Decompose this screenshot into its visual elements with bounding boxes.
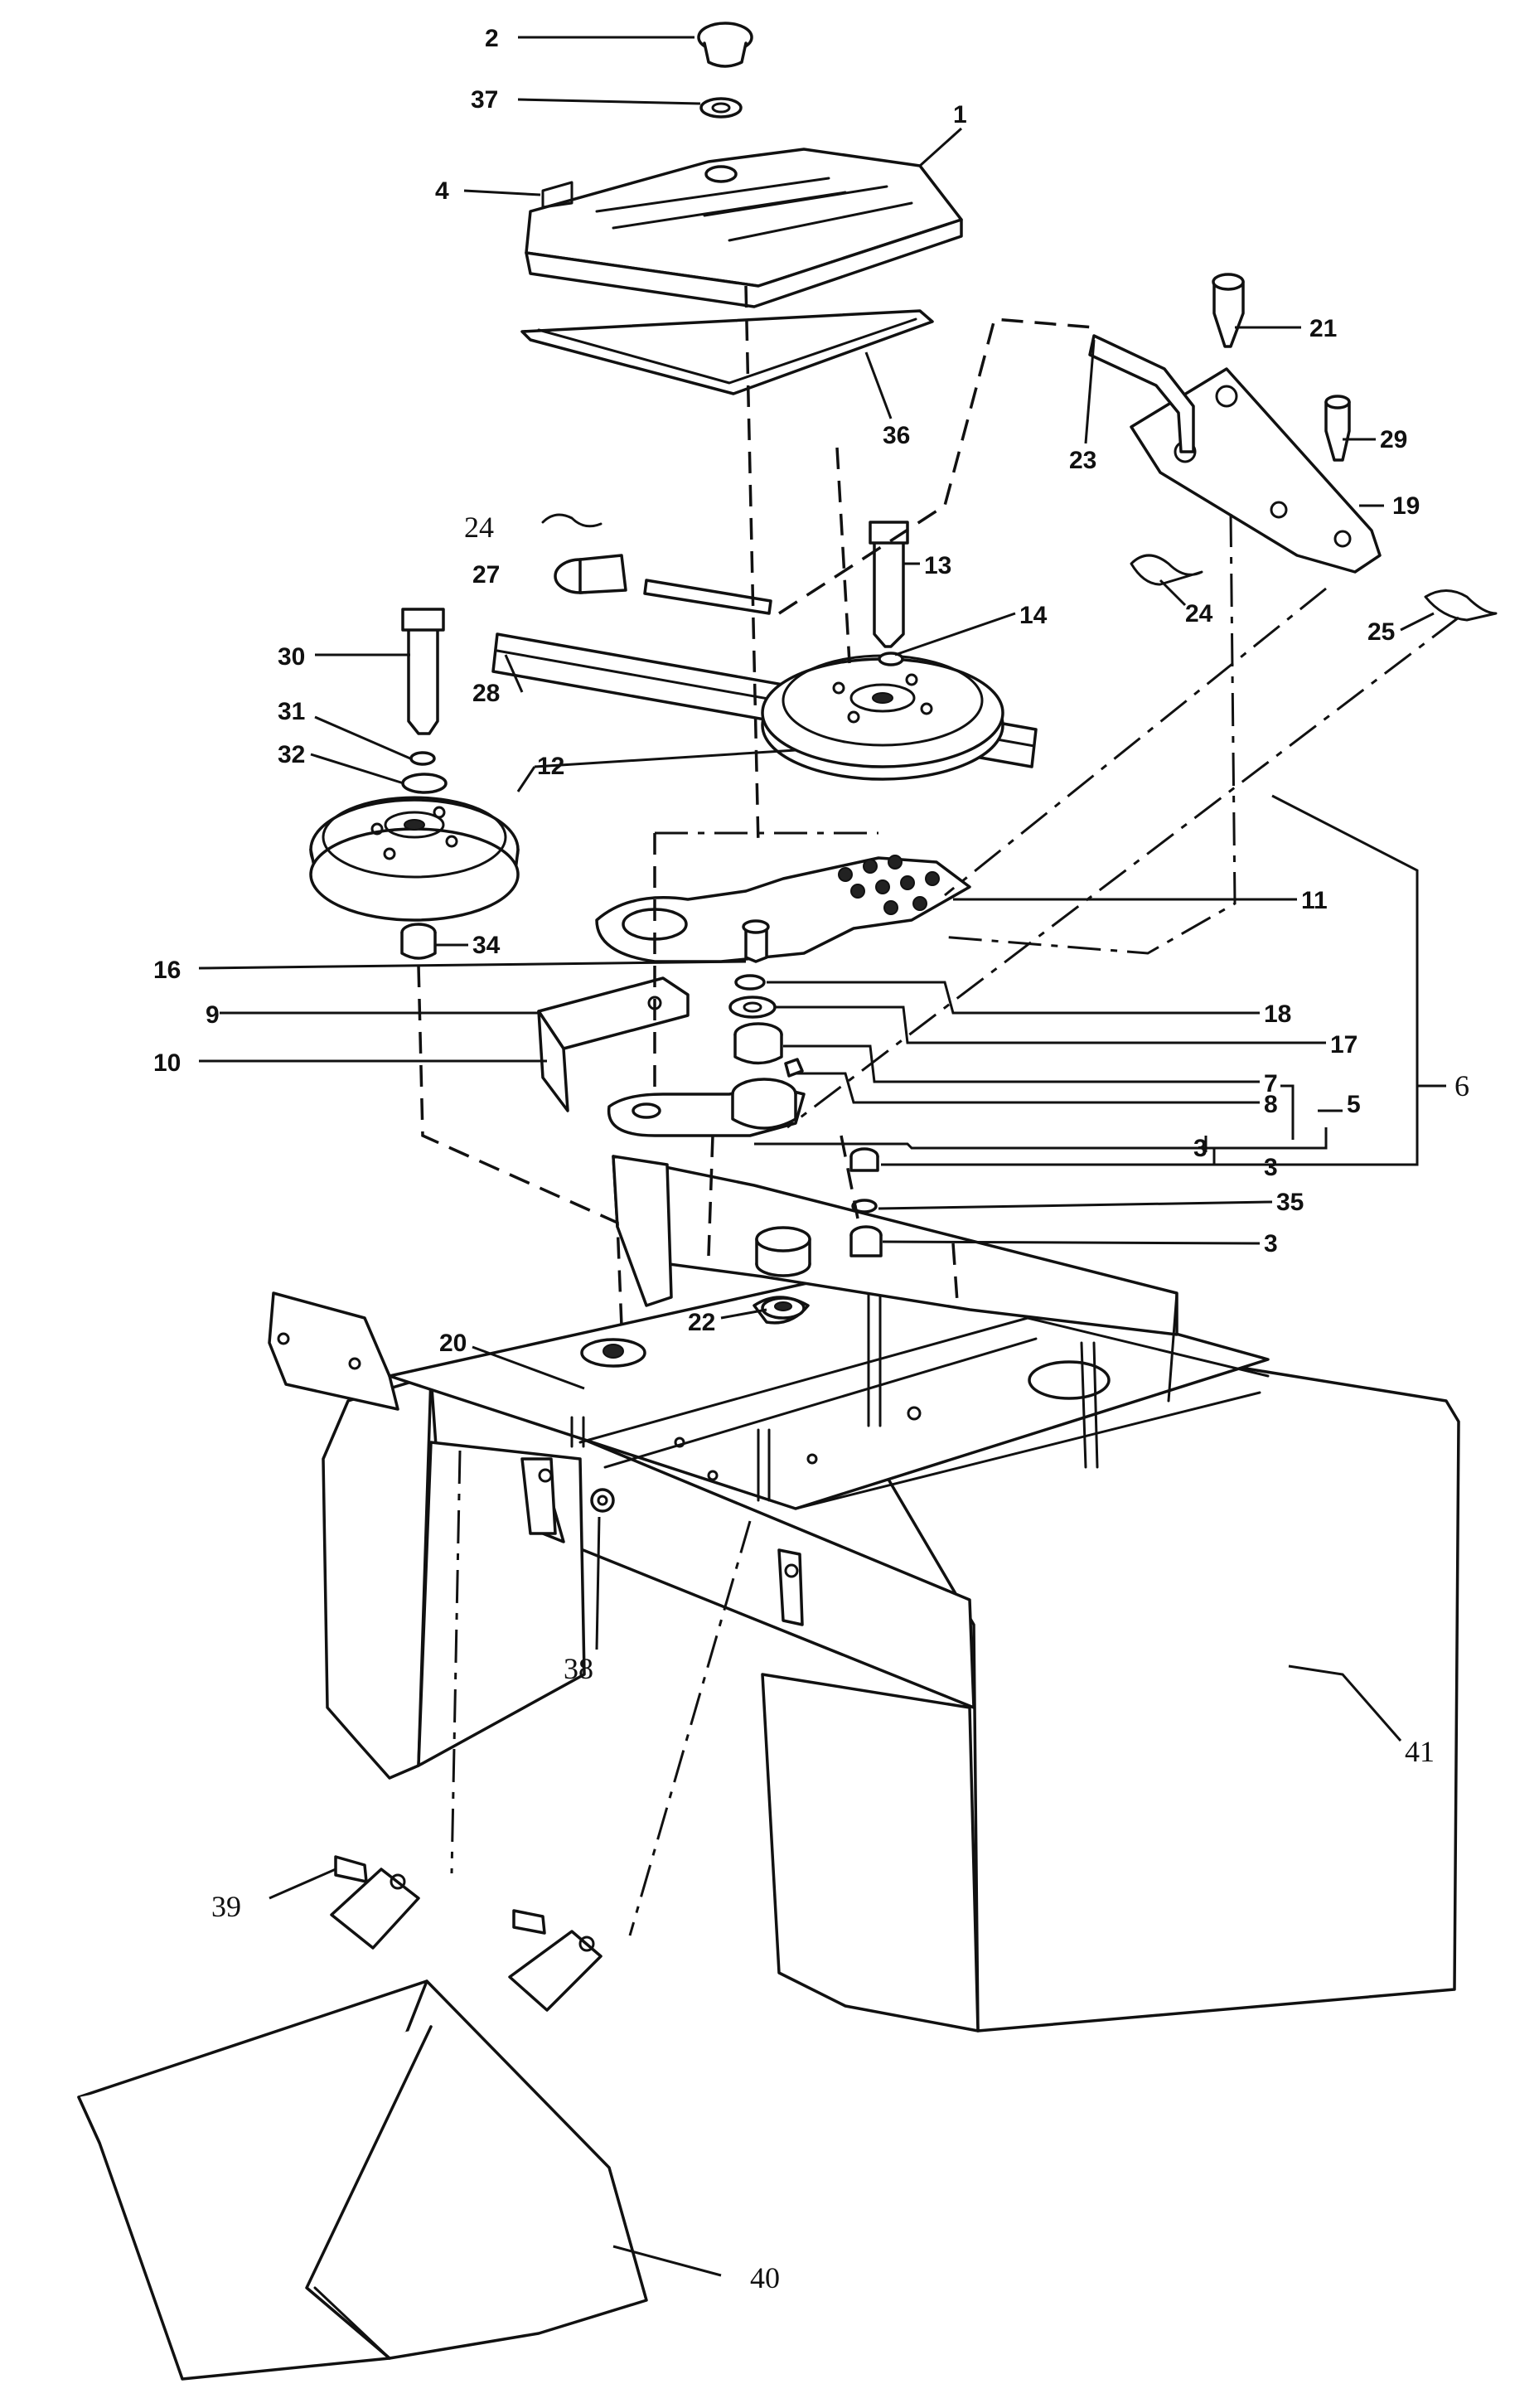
label-6: 6	[1454, 1069, 1469, 1102]
label-38: 38	[564, 1652, 593, 1685]
label-3-upper: 3	[1264, 1154, 1278, 1181]
label-5: 5	[1347, 1091, 1361, 1118]
label-27: 27	[472, 561, 500, 589]
label-1: 1	[953, 101, 967, 128]
part-labels: 2 37 1 4 36 21 23 29 19 24 27 13 24 25 1…	[153, 25, 1469, 2294]
label-29: 29	[1380, 426, 1407, 453]
label-31: 31	[278, 698, 305, 725]
mower-deck-housing	[268, 1155, 1460, 2033]
label-18: 18	[1264, 1001, 1291, 1028]
gasket-36	[520, 309, 934, 395]
label-32: 32	[278, 741, 305, 768]
pulley-assembly	[309, 521, 1038, 1320]
label-34: 34	[472, 932, 501, 959]
idler-bracket-19	[541, 273, 1498, 622]
label-25: 25	[1367, 618, 1395, 646]
label-9: 9	[206, 1001, 220, 1029]
label-23: 23	[1069, 447, 1096, 474]
label-37: 37	[471, 86, 498, 114]
label-39: 39	[211, 1890, 241, 1923]
label-21: 21	[1309, 315, 1337, 342]
label-11: 11	[1301, 887, 1328, 914]
label-28: 28	[472, 680, 500, 707]
label-35: 35	[1276, 1189, 1304, 1216]
label-7: 7	[1264, 1070, 1278, 1097]
label-2: 2	[485, 25, 499, 52]
label-10: 10	[153, 1049, 181, 1077]
label-4: 4	[435, 177, 449, 205]
leader-lines	[198, 36, 1446, 2277]
label-20: 20	[439, 1330, 467, 1357]
discharge-chute-40	[77, 1855, 648, 2381]
label-41: 41	[1405, 1735, 1435, 1768]
label-3-bracket: 3	[1193, 1135, 1207, 1162]
label-22: 22	[688, 1309, 715, 1336]
label-24-right: 24	[1185, 600, 1213, 627]
label-36: 36	[883, 422, 910, 449]
label-8: 8	[1264, 1091, 1278, 1118]
label-17: 17	[1330, 1031, 1358, 1059]
label-24-top: 24	[464, 511, 494, 544]
label-13: 13	[924, 552, 951, 579]
belt-cover-1	[525, 22, 963, 308]
label-3-lower: 3	[1264, 1230, 1278, 1257]
label-30: 30	[278, 643, 305, 671]
idler-arm-holes	[838, 855, 940, 915]
label-40: 40	[750, 2261, 780, 2294]
assembly-guide-lines	[417, 285, 1459, 1936]
label-19: 19	[1392, 492, 1420, 520]
label-16: 16	[153, 957, 181, 984]
label-14: 14	[1019, 602, 1048, 629]
label-12: 12	[537, 753, 564, 780]
